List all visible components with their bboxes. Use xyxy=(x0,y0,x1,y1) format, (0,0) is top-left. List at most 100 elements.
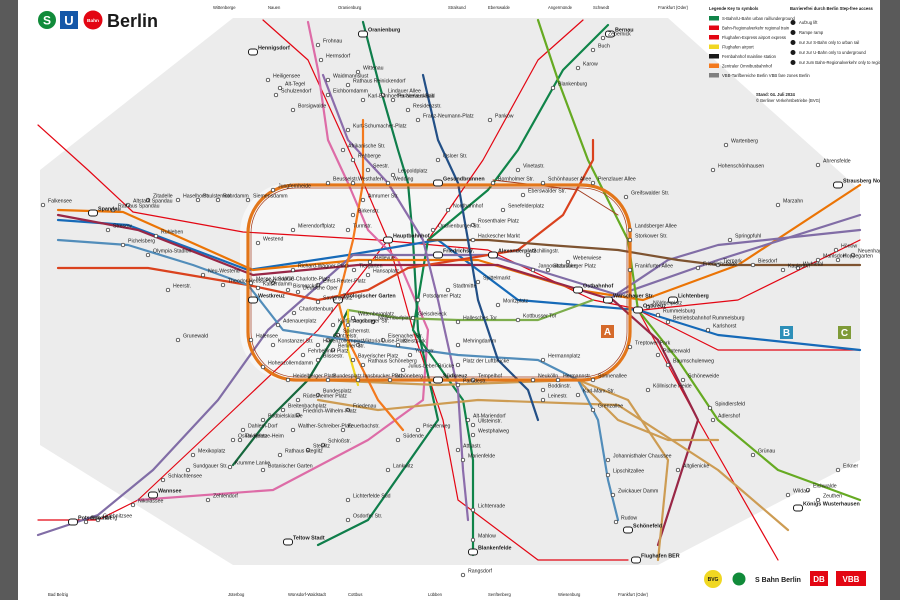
station-ostbahnhof[interactable] xyxy=(573,286,583,294)
station-rathaus_steglitz[interactable] xyxy=(277,452,283,458)
station-afrikanische[interactable] xyxy=(340,147,346,153)
station-kurt_schumacher[interactable] xyxy=(345,127,351,133)
station-suedkreuz[interactable] xyxy=(433,376,443,384)
station-schlossstr[interactable] xyxy=(320,442,326,448)
station-rathaus_spandau[interactable] xyxy=(110,207,116,213)
station-marienfelde[interactable] xyxy=(460,457,466,463)
station-kurfuerstendamm[interactable] xyxy=(330,322,336,328)
station-oranienburg[interactable] xyxy=(358,30,368,38)
station-heidelberger[interactable] xyxy=(285,377,291,383)
station-spandau[interactable] xyxy=(88,209,98,217)
station-bismarckstr[interactable] xyxy=(285,287,291,293)
station-berliner_str[interactable] xyxy=(330,347,336,353)
station-turmstr[interactable] xyxy=(345,227,351,233)
station-breitenbachplatz[interactable] xyxy=(280,407,286,413)
station-rummelsburg[interactable] xyxy=(655,312,661,318)
station-paradestr[interactable] xyxy=(455,382,461,388)
station-viktoria_luise[interactable] xyxy=(355,342,361,348)
station-gruenau[interactable] xyxy=(750,452,756,458)
station-eberswalder[interactable] xyxy=(520,192,526,198)
station-ernst_reuter[interactable] xyxy=(315,282,321,288)
station-yorckstr[interactable] xyxy=(407,352,413,358)
station-schoeneweide[interactable] xyxy=(680,377,686,383)
station-suedende[interactable] xyxy=(395,437,401,443)
station-ahrensfelde[interactable] xyxy=(815,162,821,168)
station-waidmannslust[interactable] xyxy=(325,77,331,83)
station-storkower[interactable] xyxy=(627,237,633,243)
station-neukoelln[interactable] xyxy=(530,377,536,383)
station-buch[interactable] xyxy=(590,47,596,53)
station-hoppegarten[interactable] xyxy=(835,257,841,263)
station-bundesplatz[interactable] xyxy=(325,377,331,383)
station-zitadelle[interactable] xyxy=(145,197,151,203)
station-flughafen[interactable] xyxy=(631,556,641,564)
station-zwickauer[interactable] xyxy=(610,492,616,498)
station-lichtenberg[interactable] xyxy=(668,296,678,304)
station-hohenschoenhausen[interactable] xyxy=(710,167,716,173)
station-wartenberg[interactable] xyxy=(723,142,729,148)
station-karow[interactable] xyxy=(575,65,581,71)
station-oranienburger[interactable] xyxy=(430,227,436,233)
station-johannisthaler[interactable] xyxy=(605,457,611,463)
station-innsbrucker[interactable] xyxy=(355,377,361,383)
station-hauptbahnhof[interactable] xyxy=(383,236,393,244)
station-sonnenallee[interactable] xyxy=(590,377,596,383)
station-savignyplatz[interactable] xyxy=(315,299,321,305)
station-westphalweg[interactable] xyxy=(470,432,476,438)
station-spichernstr[interactable] xyxy=(335,332,341,338)
station-frankfurter_allee[interactable] xyxy=(627,267,633,273)
station-westkreuz[interactable] xyxy=(248,296,258,304)
station-adenauerplatz[interactable] xyxy=(275,322,281,328)
station-feuerbachstr[interactable] xyxy=(340,427,346,433)
station-oskar_helene[interactable] xyxy=(230,437,236,443)
station-deutsche_oper[interactable] xyxy=(295,289,301,295)
station-augsburger[interactable] xyxy=(345,322,351,328)
station-seestr[interactable] xyxy=(365,167,371,173)
station-spittelmarkt[interactable] xyxy=(475,279,481,285)
station-alexanderplatz[interactable] xyxy=(488,251,498,259)
station-friedrichstr[interactable] xyxy=(433,251,443,259)
station-treptower[interactable] xyxy=(627,344,633,350)
station-rangsdorf[interactable] xyxy=(460,572,466,578)
station-rohrdamm[interactable] xyxy=(215,197,221,203)
station-sundgauer[interactable] xyxy=(185,467,191,473)
station-prenzlauer[interactable] xyxy=(590,180,596,186)
station-bundesplatz2[interactable] xyxy=(315,392,321,398)
station-spindlersfeld[interactable] xyxy=(707,405,713,411)
station-falkensee[interactable] xyxy=(40,202,46,208)
station-kaulsdorf[interactable] xyxy=(780,267,786,273)
station-altstadt_spandau[interactable] xyxy=(125,202,131,208)
station-karlshorst[interactable] xyxy=(705,327,711,333)
station-blankenburg[interactable] xyxy=(550,85,556,91)
station-nordbahnhof[interactable] xyxy=(445,207,451,213)
station-greifswalder[interactable] xyxy=(623,194,629,200)
station-zepernick[interactable] xyxy=(600,35,606,41)
station-mierendorff[interactable] xyxy=(290,227,296,233)
station-mexikoplatz[interactable] xyxy=(190,452,196,458)
station-lichtenrade[interactable] xyxy=(470,507,476,513)
station-wittenau[interactable] xyxy=(355,69,361,75)
station-mariendorf[interactable] xyxy=(465,417,471,423)
station-tiergarten[interactable] xyxy=(351,267,357,273)
station-vinetastr[interactable] xyxy=(515,167,521,173)
station-eisenacher[interactable] xyxy=(380,337,386,343)
station-schulzendorf[interactable] xyxy=(273,92,279,98)
station-grenzallee[interactable] xyxy=(590,407,596,413)
station-mehringdamm[interactable] xyxy=(455,342,461,348)
station-hermsdorf[interactable] xyxy=(318,57,324,63)
station-westend[interactable] xyxy=(255,240,261,246)
station-franz_neumann[interactable] xyxy=(415,117,421,123)
station-wittenbergplatz[interactable] xyxy=(350,315,356,321)
station-gesundbrunnen[interactable] xyxy=(433,179,443,187)
station-podbielskiallee[interactable] xyxy=(260,417,266,423)
station-blankenfelde[interactable] xyxy=(468,548,478,556)
station-priesterweg[interactable] xyxy=(415,427,421,433)
station-tempelhof[interactable] xyxy=(470,377,476,383)
station-frohnau[interactable] xyxy=(315,42,321,48)
station-lankwitz[interactable] xyxy=(385,467,391,473)
station-pankow[interactable] xyxy=(487,117,493,123)
station-betriebsbahnhof[interactable] xyxy=(665,319,671,325)
station-dahlem_dorf[interactable] xyxy=(240,427,246,433)
station-beusselstr[interactable] xyxy=(325,180,331,186)
station-rosenthaler[interactable] xyxy=(470,222,476,228)
